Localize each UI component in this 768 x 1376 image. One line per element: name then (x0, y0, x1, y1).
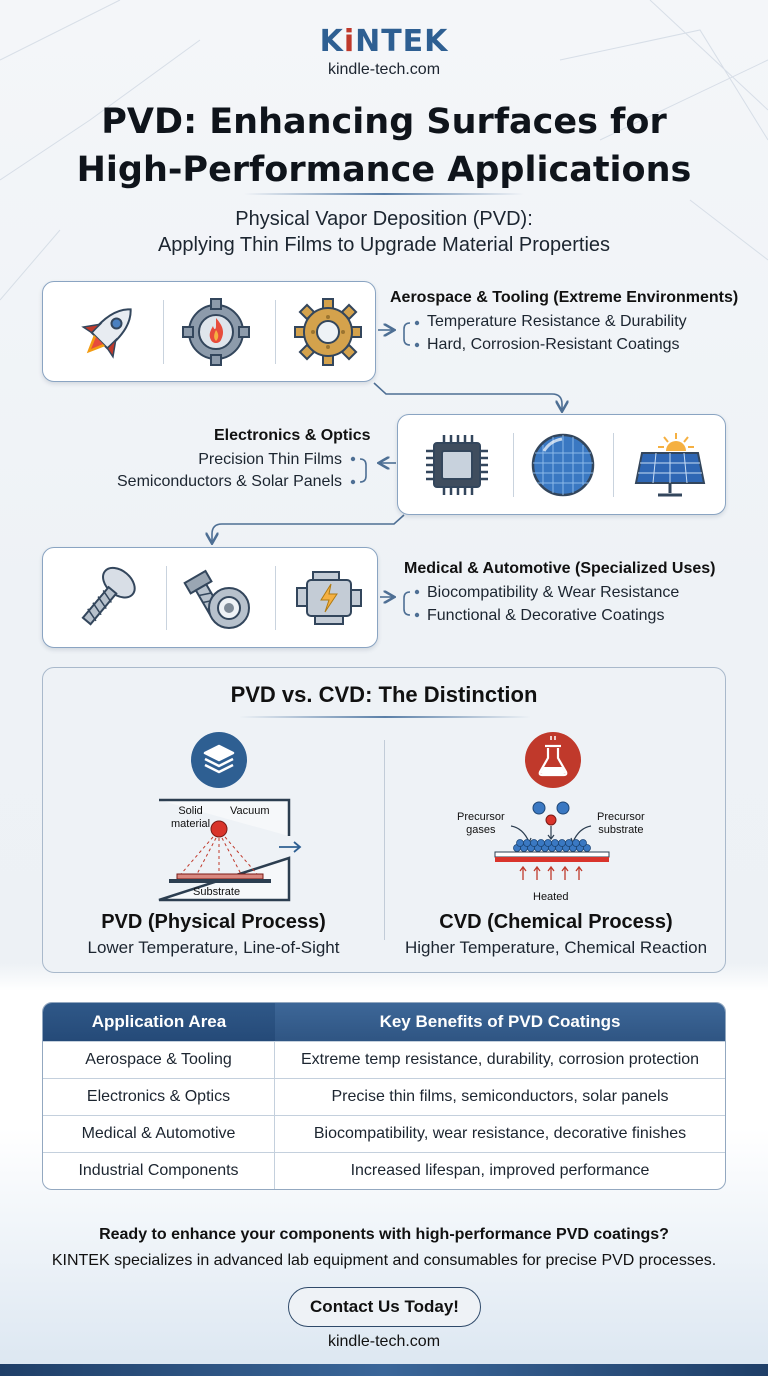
table-cell-area: Industrial Components (43, 1152, 275, 1189)
cta-text: KINTEK specializes in advanced lab equip… (51, 1252, 717, 1269)
bolt-bearing-icon (183, 569, 250, 629)
label-heated: Heated (533, 891, 569, 903)
table-cell-benefit: Biocompatibility, wear resistance, decor… (275, 1115, 725, 1152)
comparison-divider (239, 716, 531, 718)
brand-header: KiNTEK kindle-tech.com (0, 24, 768, 79)
table-row: Aerospace & Tooling Extreme temp resista… (43, 1041, 725, 1078)
table-cell-benefit: Increased lifespan, improved performance (275, 1152, 725, 1189)
benefits-table: Application Area Key Benefits of PVD Coa… (42, 1002, 726, 1190)
gold-gear-icon (294, 298, 362, 366)
medical-icon-card (42, 547, 378, 648)
rocket-icon (81, 308, 132, 359)
cvd-subtitle: Higher Temperature, Chemical Reaction (404, 938, 708, 957)
pvd-chamber-diagram (158, 798, 302, 902)
table-cell-area: Electronics & Optics (43, 1078, 275, 1115)
app-point: Hard, Corrosion-Resistant Coatings (427, 336, 680, 353)
cvd-reactor-diagram (494, 801, 610, 880)
pvd-subtitle: Lower Temperature, Line-of-Sight (87, 938, 340, 957)
pvd-title: PVD (Physical Process) (101, 911, 326, 933)
label-vacuum: Vacuum (230, 805, 270, 817)
microchip-icon (426, 435, 488, 495)
table-cell-area: Aerospace & Tooling (43, 1041, 275, 1078)
table-cell-benefit: Precise thin films, semiconductors, sola… (275, 1078, 725, 1115)
flame-gear-icon (182, 298, 250, 366)
engine-icon (296, 571, 362, 625)
app-point: Semiconductors & Solar Panels (117, 473, 342, 490)
app-point: Biocompatibility & Wear Resistance (427, 584, 680, 601)
label-substrate: Substrate (193, 886, 241, 898)
cta-heading: Ready to enhance your components with hi… (99, 1226, 669, 1243)
table-cell-area: Medical & Automotive (43, 1115, 275, 1152)
app-point: Temperature Resistance & Durability (427, 313, 687, 330)
cvd-title: CVD (Chemical Process) (439, 911, 673, 933)
app-heading-electronics: Electronics & Optics (214, 427, 371, 444)
page-subtitle: Physical Vapor Deposition (PVD): Applyin… (157, 208, 611, 256)
footer-bar (0, 1364, 768, 1376)
table-cell-benefit: Extreme temp resistance, durability, cor… (275, 1041, 725, 1078)
footer-site-link[interactable]: kindle-tech.com (327, 1333, 441, 1350)
comparison-title: PVD vs. CVD: The Distinction (230, 682, 538, 707)
column-header: Application Area (43, 1003, 275, 1041)
kintek-logo: KiNTEK (319, 24, 449, 59)
app-heading-medical: Medical & Automotive (Specialized Uses) (404, 560, 716, 577)
table-row: Medical & Automotive Biocompatibility, w… (43, 1115, 725, 1152)
brand-site[interactable]: kindle-tech.com (327, 61, 441, 78)
table-row: Electronics & Optics Precise thin films,… (43, 1078, 725, 1115)
optical-lens-icon (531, 433, 595, 497)
aerospace-icon-card (42, 281, 376, 382)
title-divider (244, 193, 524, 195)
electronics-icon-card (397, 414, 726, 515)
layers-icon (191, 732, 247, 788)
bone-screw-icon (81, 566, 136, 626)
table-row: Industrial Components Increased lifespan… (43, 1152, 725, 1189)
solar-panel-icon (634, 433, 706, 497)
flask-icon (525, 732, 581, 788)
column-divider (384, 740, 385, 940)
app-point: Precision Thin Films (198, 451, 342, 468)
column-header: Key Benefits of PVD Coatings (275, 1003, 725, 1041)
contact-us-button[interactable]: Contact Us Today! (288, 1287, 481, 1327)
app-heading-aerospace: Aerospace & Tooling (Extreme Environment… (390, 289, 739, 306)
table-header-row: Application Area Key Benefits of PVD Coa… (43, 1003, 725, 1041)
page-title: PVD: Enhancing Surfaces for High-Perform… (76, 102, 692, 190)
app-point: Functional & Decorative Coatings (427, 607, 665, 624)
